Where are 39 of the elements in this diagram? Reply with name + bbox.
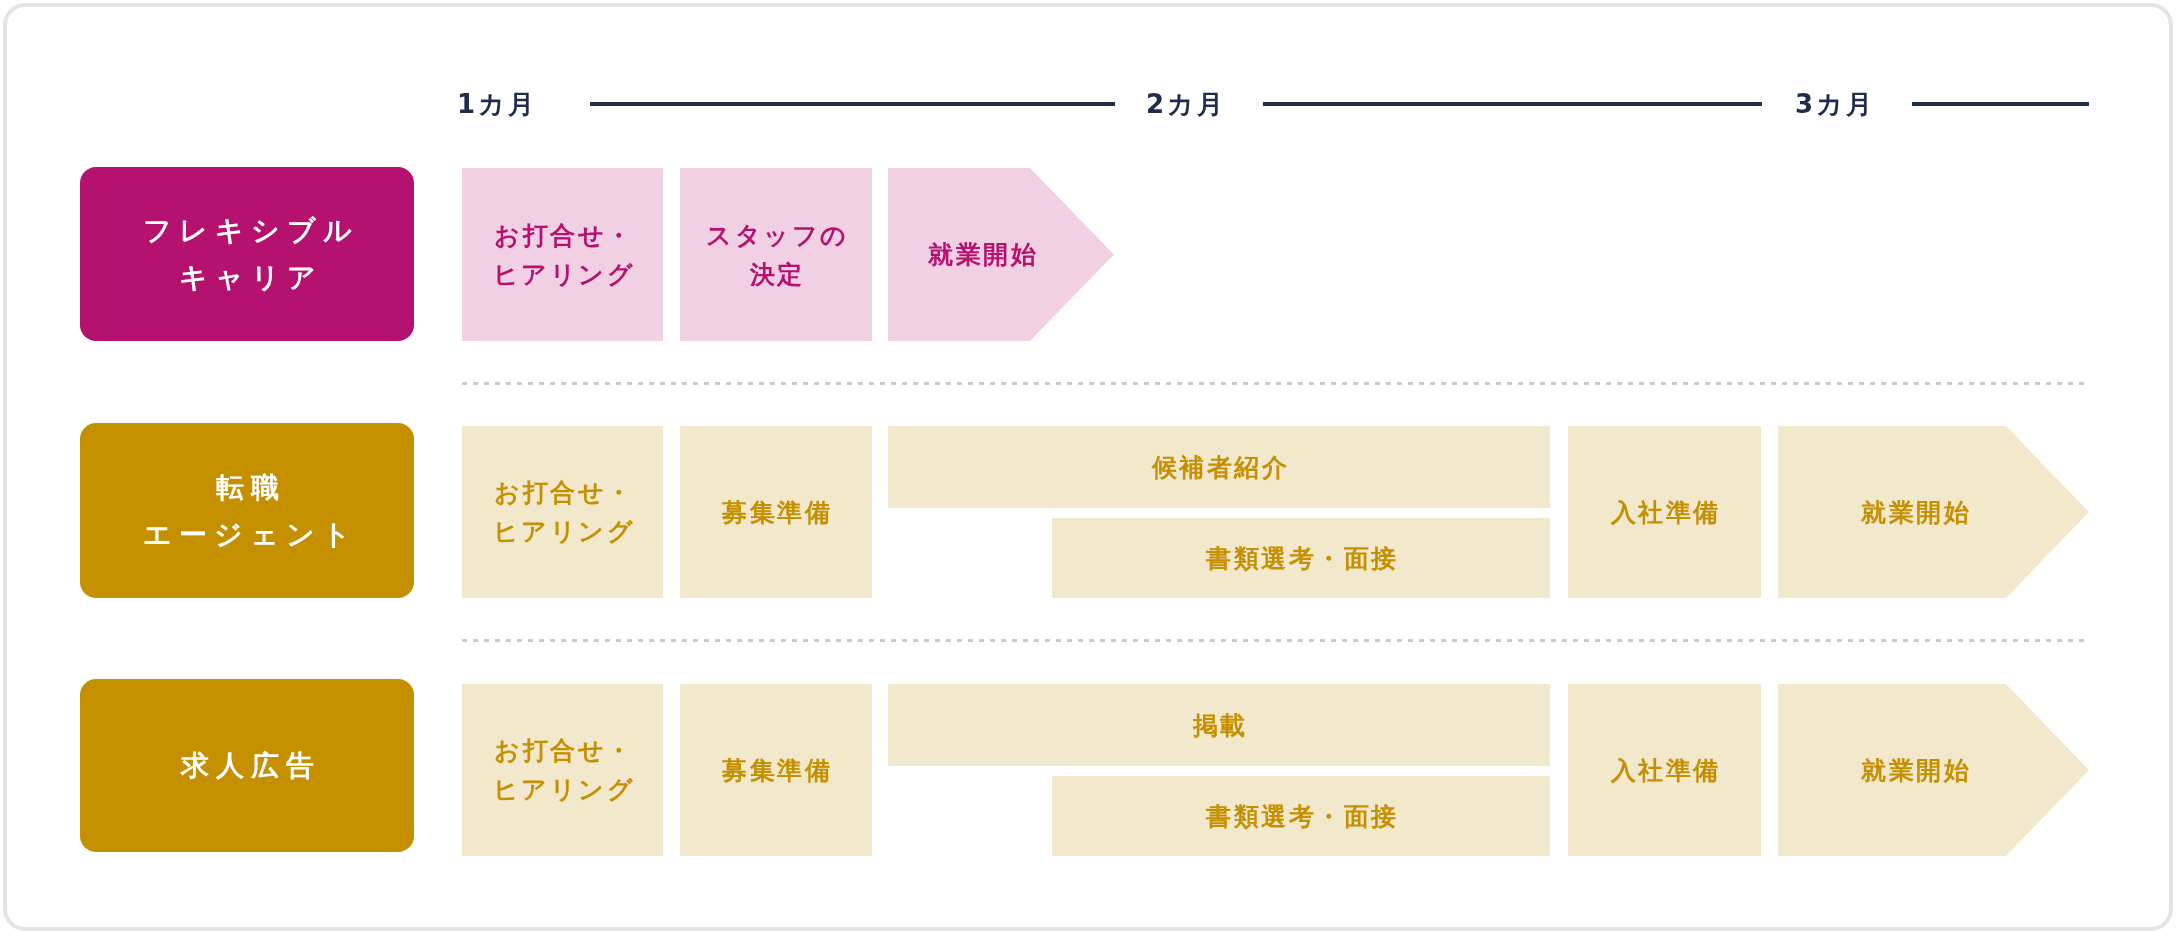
step-box bbox=[1052, 518, 1550, 598]
step-label: 書類選考・面接 bbox=[1205, 800, 1399, 833]
step-label: 入社準備 bbox=[1609, 754, 1721, 787]
step-box bbox=[1052, 776, 1550, 856]
timeline-label: 3カ月 bbox=[1795, 88, 1876, 121]
step-label: お打合せ・ヒアリング bbox=[491, 477, 635, 548]
step-label: 就業開始 bbox=[927, 239, 1039, 271]
service-name: フレキシブルキャリア bbox=[141, 213, 359, 296]
step-box bbox=[888, 426, 1550, 508]
step-box bbox=[1568, 684, 1761, 856]
step-label: 書類選考・面接 bbox=[1205, 542, 1399, 575]
step-box bbox=[888, 684, 1550, 766]
arrow-step-box bbox=[1778, 684, 2089, 856]
timeline-label: 1カ月 bbox=[457, 88, 538, 121]
step-label: 掲載 bbox=[1191, 709, 1248, 742]
step-label: 候補者紹介 bbox=[1150, 451, 1289, 484]
service-name: 転職エージェント bbox=[142, 469, 358, 553]
timeline-label: 2カ月 bbox=[1146, 88, 1227, 121]
step-box bbox=[680, 684, 872, 856]
service-name: 求人広告 bbox=[179, 748, 321, 784]
step-label: 就業開始 bbox=[1860, 496, 1972, 529]
step-box bbox=[462, 168, 663, 341]
service-name-box bbox=[80, 679, 414, 852]
service-name-box bbox=[80, 423, 414, 598]
step-box bbox=[680, 168, 872, 341]
step-label: お打合せ・ヒアリング bbox=[491, 735, 635, 806]
step-label: 募集準備 bbox=[721, 754, 833, 787]
step-label: 入社準備 bbox=[1609, 496, 1721, 529]
step-box bbox=[1568, 426, 1761, 598]
step-box bbox=[462, 684, 663, 856]
step-box bbox=[680, 426, 872, 598]
step-label: 募集準備 bbox=[721, 496, 833, 529]
step-label: スタッフの決定 bbox=[705, 219, 849, 291]
step-label: お打合せ・ヒアリング bbox=[491, 219, 635, 291]
step-box bbox=[462, 426, 663, 598]
step-label: 就業開始 bbox=[1860, 754, 1972, 787]
arrow-step-box bbox=[1778, 426, 2089, 598]
arrow-step-box bbox=[888, 168, 1114, 341]
service-name-box bbox=[80, 167, 414, 341]
